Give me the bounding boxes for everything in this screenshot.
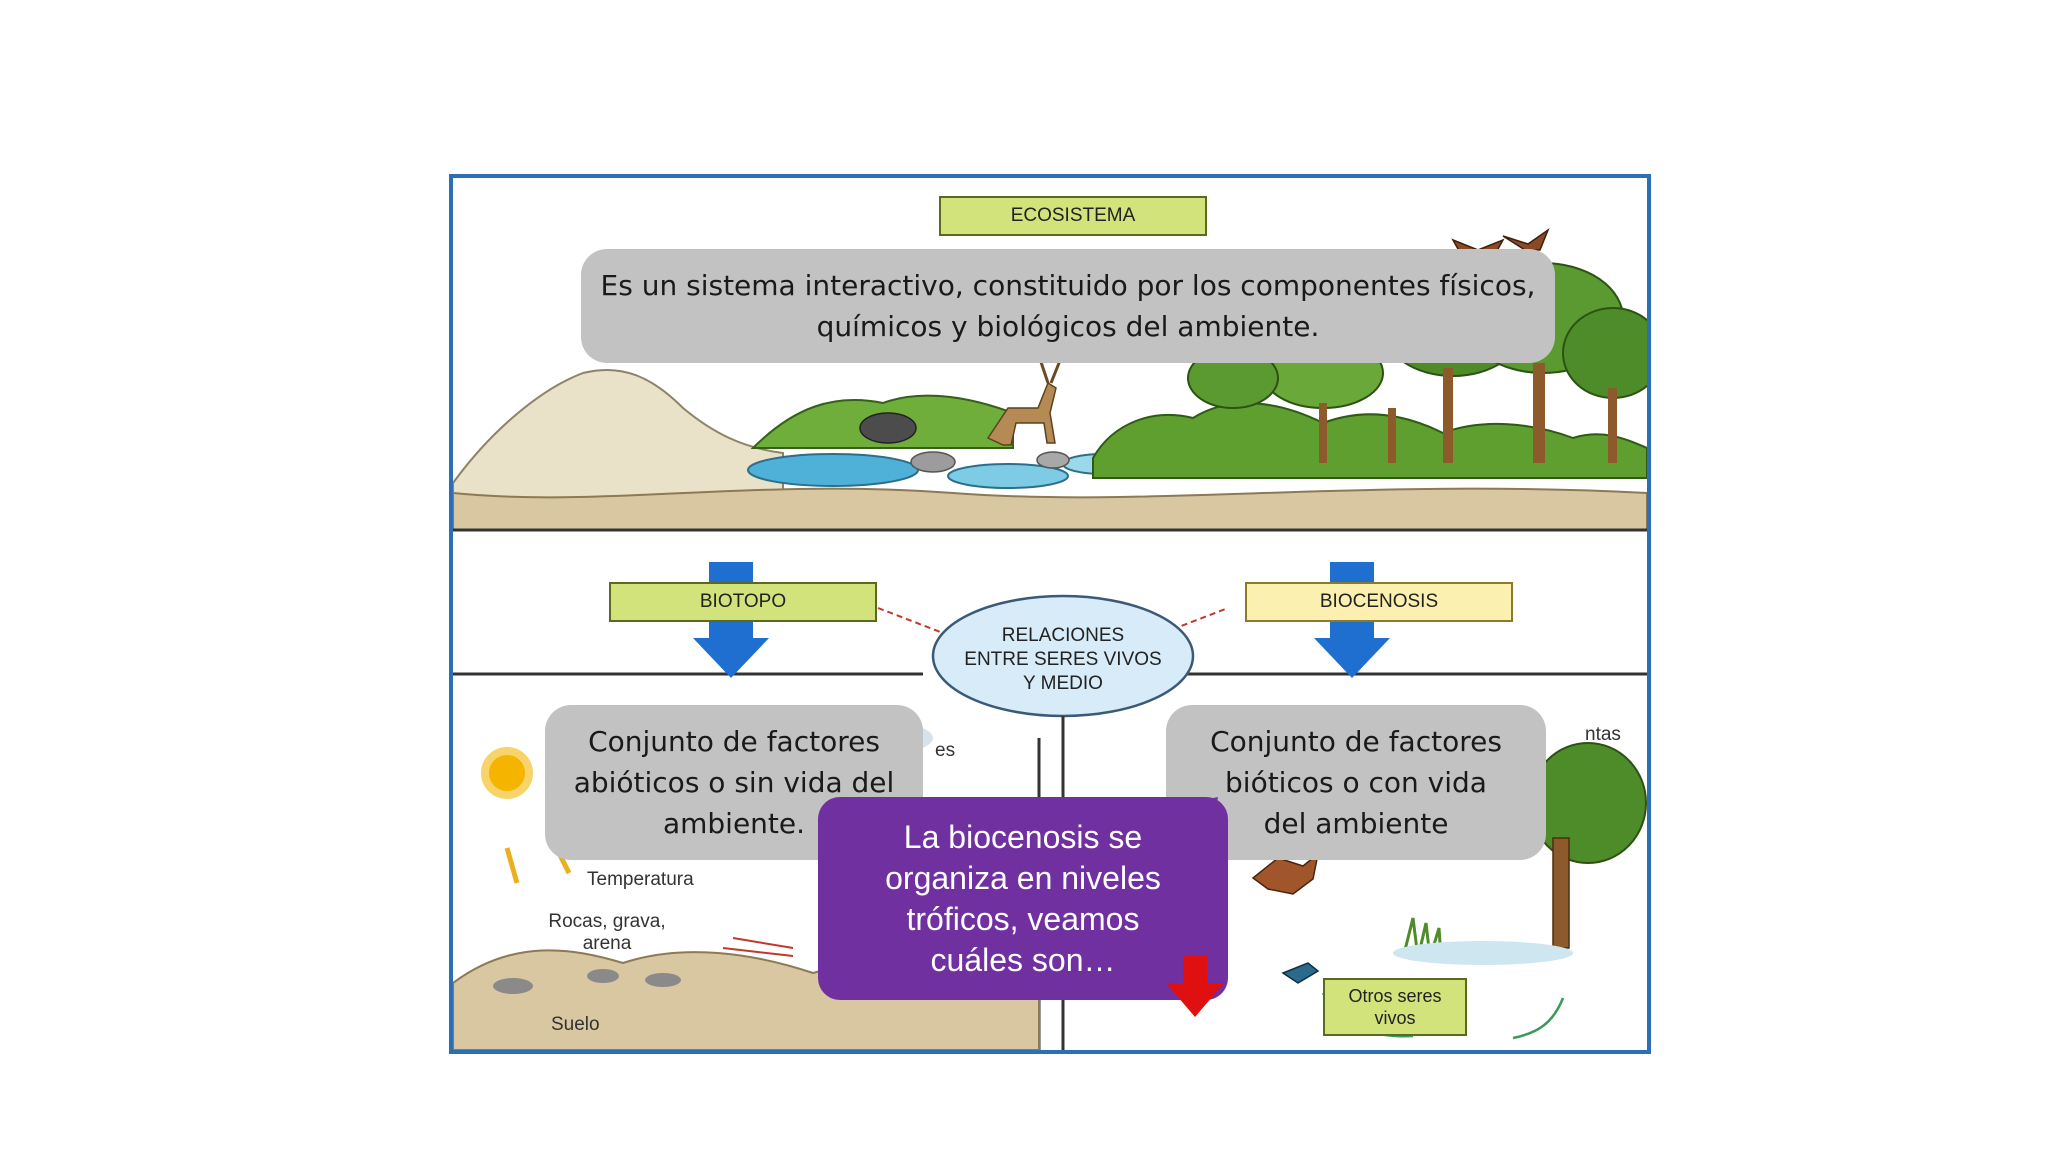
ecosistema-label: ECOSISTEMA bbox=[939, 196, 1207, 236]
relaciones-line-2: ENTRE SERES VIVOS bbox=[964, 649, 1162, 670]
trophic-callout-line-2: organiza en niveles bbox=[885, 859, 1161, 896]
biocenosis-label: BIOCENOSIS bbox=[1245, 582, 1513, 622]
otros-seres-vivos-label: Otros seres vivos bbox=[1323, 978, 1467, 1036]
relaciones-line-1: RELACIONES bbox=[1001, 625, 1125, 646]
partial-label-ntas: ntas bbox=[1585, 724, 1621, 745]
trophic-callout-line-4: cuáles son… bbox=[930, 941, 1116, 978]
temperatura-label: Temperatura bbox=[587, 869, 694, 890]
red-down-arrow-icon[interactable] bbox=[1166, 955, 1224, 1017]
biocenosis-definition-line-1: Conjunto de factores bbox=[1210, 725, 1502, 758]
biocenosis-definition-line-3: del ambiente bbox=[1263, 807, 1449, 840]
ecosistema-definition-line-1: Es un sistema interactivo, constituido p… bbox=[600, 269, 1536, 302]
relaciones-line-3: Y MEDIO bbox=[1023, 673, 1103, 694]
rocas-label: Rocas, grava, arena bbox=[537, 911, 677, 955]
otros-line-2: vivos bbox=[1374, 1008, 1416, 1028]
biocenosis-definition-callout: Conjunto de factores bióticos o con vida… bbox=[1166, 705, 1546, 860]
biocenosis-definition-line-2: bióticos o con vida bbox=[1225, 766, 1487, 799]
rocas-line-2: arena bbox=[582, 933, 632, 954]
biotopo-definition-line-1: Conjunto de factores bbox=[588, 725, 880, 758]
rocas-line-1: Rocas, grava, bbox=[548, 911, 666, 932]
partial-label-es: es bbox=[935, 740, 956, 761]
relaciones-text: RELACIONES ENTRE SERES VIVOS Y MEDIO bbox=[943, 624, 1183, 696]
biotopo-definition-line-2: abióticos o sin vida del bbox=[573, 766, 895, 799]
trophic-callout-line-3: tróficos, veamos bbox=[906, 900, 1140, 937]
otros-line-1: Otros seres bbox=[1348, 986, 1442, 1006]
biotopo-definition-line-3: ambiente. bbox=[662, 807, 806, 840]
ecosistema-definition-line-2: químicos y biológicos del ambiente. bbox=[816, 310, 1320, 343]
biotopo-label: BIOTOPO bbox=[609, 582, 877, 622]
ecosistema-definition-callout: Es un sistema interactivo, constituido p… bbox=[581, 249, 1555, 363]
trophic-levels-callout: La biocenosis se organiza en niveles tró… bbox=[818, 797, 1228, 1000]
suelo-label: Suelo bbox=[551, 1014, 600, 1035]
trophic-callout-line-1: La biocenosis se bbox=[903, 818, 1143, 855]
